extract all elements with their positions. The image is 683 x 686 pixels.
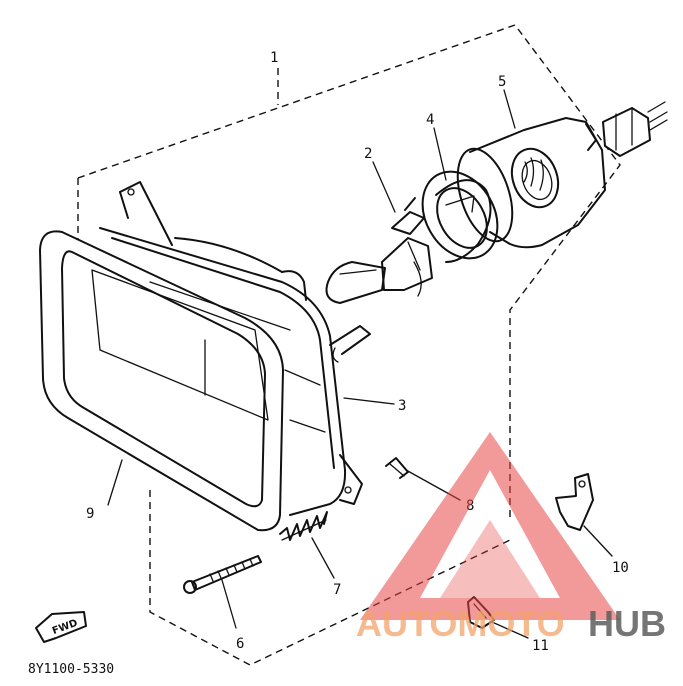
connector-plug bbox=[602, 101, 668, 157]
callout-label: 10 bbox=[612, 560, 629, 576]
fwd-arrow-icon: FWD bbox=[35, 611, 87, 643]
watermark-text-automoto: AUTOMOTO bbox=[356, 603, 565, 644]
assembly-boundary bbox=[77, 24, 621, 666]
diagram-code: 8Y1100-5330 bbox=[28, 662, 114, 677]
callout-label: 9 bbox=[86, 506, 94, 522]
leader-lines bbox=[107, 89, 613, 639]
callout-label: 3 bbox=[398, 398, 406, 414]
spring bbox=[279, 511, 328, 541]
bracket bbox=[555, 473, 594, 531]
callout-label: 7 bbox=[333, 582, 341, 598]
callout-label: 2 bbox=[364, 146, 372, 162]
retaining-clip bbox=[385, 457, 409, 479]
watermark-text-hub: HUB bbox=[588, 603, 666, 644]
headlight-rim bbox=[39, 230, 284, 532]
adjusting-screw bbox=[183, 555, 262, 594]
watermark-triangle-icon bbox=[360, 432, 620, 620]
bulb bbox=[325, 197, 433, 304]
watermark-logo: AUTOMOTO HUB bbox=[356, 432, 666, 644]
callout-label: 4 bbox=[426, 112, 434, 128]
callout-label: 11 bbox=[532, 638, 549, 654]
callout-label: 6 bbox=[236, 636, 244, 652]
callout-label: 1 bbox=[270, 50, 278, 66]
callout-label: 5 bbox=[498, 74, 506, 90]
bulb-holder-ring bbox=[421, 170, 499, 263]
rubber-cover bbox=[456, 117, 606, 249]
headlight-unit bbox=[91, 181, 371, 516]
